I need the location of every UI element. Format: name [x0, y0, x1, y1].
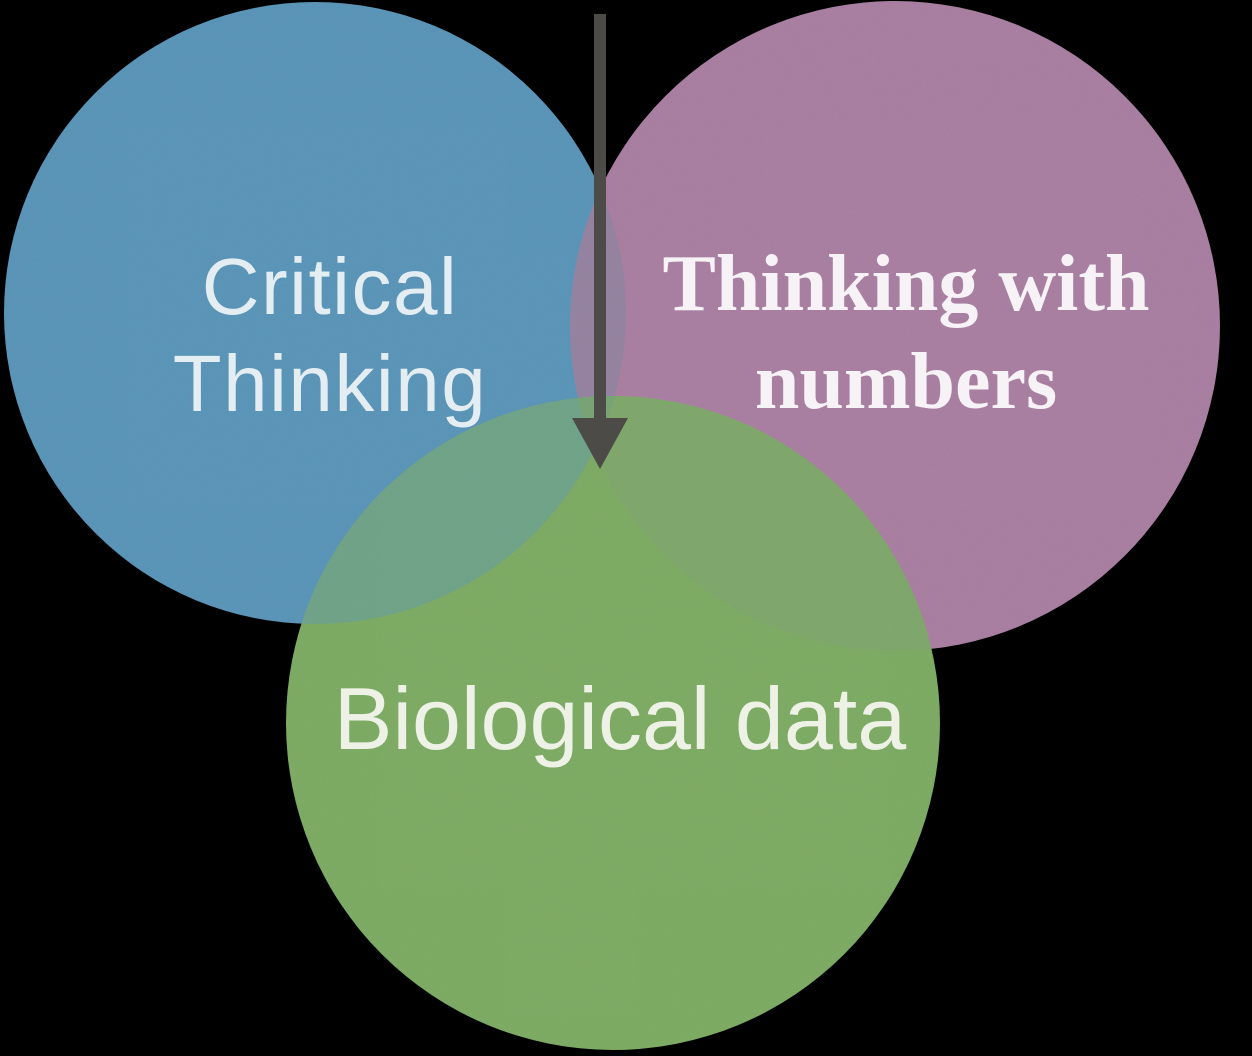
down-arrow-shaft	[594, 14, 606, 420]
down-arrow	[572, 14, 628, 469]
down-arrow-head	[572, 418, 628, 469]
